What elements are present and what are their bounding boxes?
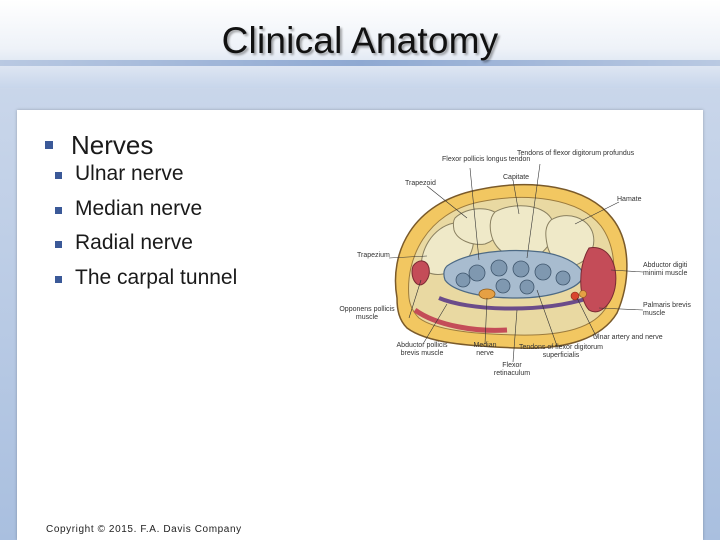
sub-bullet-text: Median nerve: [75, 196, 203, 220]
flexor-retinaculum: [438, 296, 590, 311]
flexor-tendons: [455, 259, 571, 295]
palmaris-brevis: [413, 307, 508, 333]
content-panel: Nerves Ulnar nerve Median nerve Radial n…: [17, 110, 703, 540]
label-abductor-pollicis: Abductor pollicis brevis muscle: [396, 342, 448, 357]
bullet-square-icon: [55, 275, 62, 283]
trapezoid-bone: [452, 208, 502, 245]
wrist-cross-section-illustration: [388, 163, 644, 363]
sub-bullet-text: Radial nerve: [75, 231, 193, 254]
ulnar-artery: [570, 291, 580, 301]
header-stripe: [0, 60, 720, 66]
carpal-tunnel: [443, 249, 584, 299]
label-ulnar-artery: Ulnar artery and nerve: [593, 334, 663, 341]
label-opponens: Opponens pollicis muscle: [339, 306, 395, 321]
sub-bullet-text: The carpal tunnel: [75, 265, 238, 289]
label-tendons-profundus: Tendons of flexor digitorum profundus: [517, 150, 635, 157]
opponens-pollicis: [411, 260, 430, 286]
label-trapezium: Trapezium: [357, 252, 390, 259]
label-median-nerve: Median nerve: [473, 342, 497, 357]
sub-bullet-text: Ulnar nerve: [75, 162, 184, 185]
copyright-footer: Copyright © 2015. F.A. Davis Company: [46, 524, 242, 535]
label-tendons-superficialis: Tendons of flexor digitorum superficiali…: [518, 344, 604, 359]
median-nerve: [478, 288, 496, 300]
label-palmaris: Palmaris brevis muscle: [643, 302, 691, 317]
bullet-square-icon: [55, 172, 62, 179]
leader-lines: [388, 163, 644, 363]
label-trapezoid: Trapezoid: [405, 180, 436, 187]
label-flexor-retinaculum: Flexor retinaculum: [493, 362, 531, 377]
label-abductor-digiti: Abductor digiti minimi muscle: [643, 262, 688, 277]
slide-title: Clinical Anatomy: [221, 20, 499, 61]
label-capitate: Capitate: [503, 174, 530, 181]
header-band: [0, 0, 720, 88]
carpal-tunnel-figure: Flexor pollicis longus tendon Tendons of…: [327, 148, 703, 388]
bullet-square-icon: [45, 141, 53, 149]
label-hamate: Hamate: [617, 196, 642, 203]
bullet-text: Nerves: [71, 130, 154, 160]
ulnar-nerve: [579, 290, 587, 298]
bullet-square-icon: [55, 241, 62, 248]
bullet-square-icon: [55, 206, 62, 214]
label-flexor-pollicis: Flexor pollicis longus tendon: [442, 156, 531, 163]
